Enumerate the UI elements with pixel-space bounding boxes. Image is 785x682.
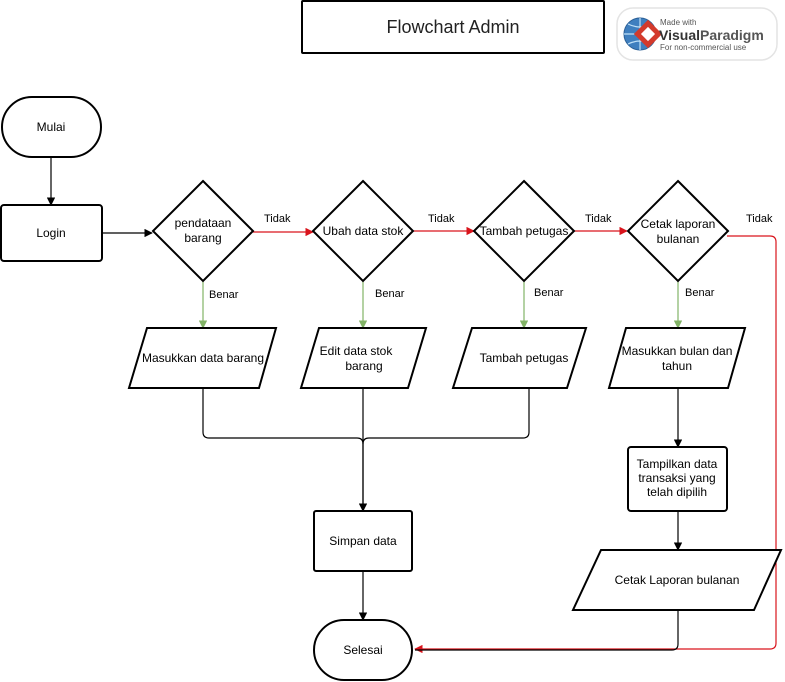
- diagram-title: Flowchart Admin: [386, 17, 519, 37]
- edge-label-yes-3: Benar: [534, 287, 564, 299]
- login-process: Login: [0, 204, 103, 262]
- decision-3-label: Tambah petugas: [480, 224, 569, 238]
- print-label: Cetak Laporan bulanan: [615, 573, 740, 587]
- edge-no-d1-d2: Tidak: [253, 213, 314, 237]
- edge-label-no-2: Tidak: [428, 213, 455, 225]
- edge-yes-d4-io4: Benar: [673, 281, 715, 329]
- edge-label-no-3: Tidak: [585, 213, 612, 225]
- edge-io3-save: [362, 388, 530, 445]
- watermark-made-with: Made with: [660, 18, 696, 27]
- io-1-label: Masukkan data barang: [142, 351, 264, 365]
- save-label: Simpan data: [329, 534, 397, 548]
- end-label: Selesai: [343, 643, 382, 657]
- edge-no-d3-d4: Tidak: [574, 213, 628, 236]
- process-simpan-data: Simpan data: [313, 510, 413, 572]
- end-terminator: Selesai: [313, 619, 413, 681]
- globe-icon: [623, 17, 663, 51]
- edge-yes-d2-io2: Benar: [358, 281, 405, 329]
- edge-io1-save: [202, 388, 368, 512]
- decision-tambah-petugas: Tambah petugas: [472, 179, 576, 283]
- title-box: Flowchart Admin: [301, 0, 605, 54]
- decision-2-label: Ubah data stok: [323, 224, 405, 238]
- decision-ubah-data-stok: Ubah data stok: [311, 179, 415, 283]
- edge-label-no-4: Tidak: [746, 213, 773, 225]
- edge-label-yes-2: Benar: [375, 288, 405, 300]
- output-cetak-laporan-bulanan: Cetak Laporan bulanan: [571, 549, 783, 611]
- edge-yes-d1-io1: Benar: [198, 281, 239, 329]
- visual-paradigm-watermark: Made with VisualParadigm For non-commerc…: [616, 7, 778, 61]
- watermark-note: For non-commercial use: [660, 43, 747, 52]
- login-label: Login: [36, 226, 65, 240]
- watermark-brand: VisualParadigm: [659, 27, 764, 43]
- input-masukkan-data-barang: Masukkan data barang: [127, 327, 278, 389]
- edge-no-d2-d3: Tidak: [413, 213, 475, 236]
- edge-no-d4-end: Tidak: [414, 213, 777, 654]
- start-terminator: Mulai: [1, 96, 102, 158]
- edge-label-no-1: Tidak: [264, 213, 291, 225]
- edge-label-yes-4: Benar: [685, 287, 715, 299]
- io-3-label: Tambah petugas: [480, 351, 569, 365]
- start-label: Mulai: [37, 120, 66, 134]
- edge-print-end: [415, 610, 679, 651]
- edge-yes-d3-io3: Benar: [519, 281, 564, 329]
- input-tambah-petugas: Tambah petugas: [451, 327, 588, 389]
- edge-label-yes-1: Benar: [209, 289, 239, 301]
